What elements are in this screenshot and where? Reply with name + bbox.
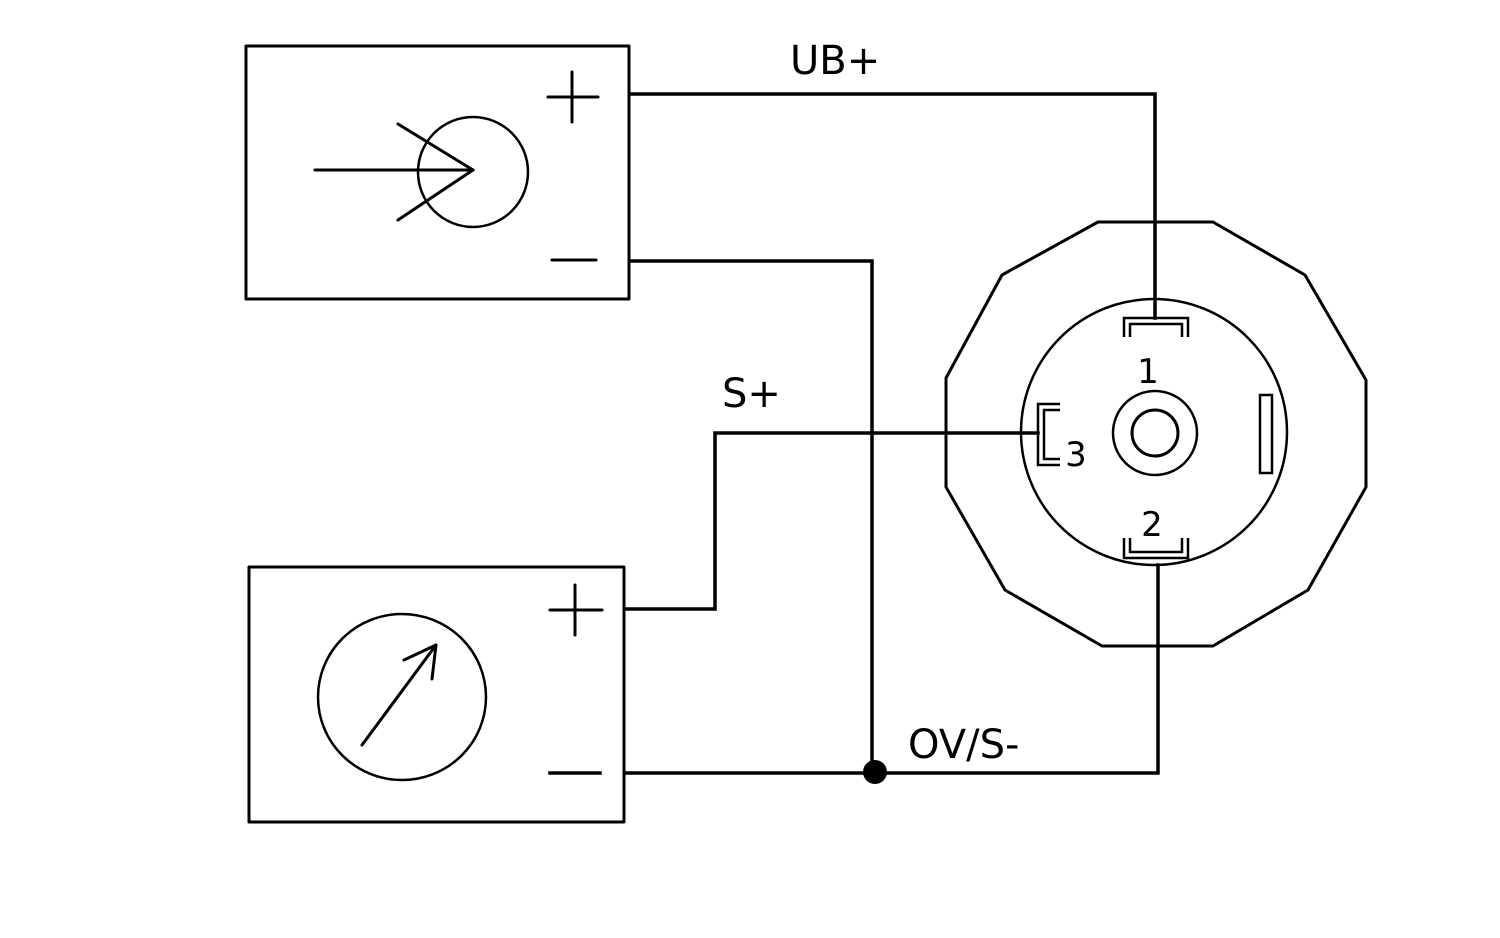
connector-center-pin — [1111, 389, 1199, 477]
connector-pin-3-contact — [1036, 402, 1060, 467]
ground-label: OV/S- — [908, 722, 1019, 768]
pin-3-label: 3 — [1065, 435, 1087, 475]
meter-gauge-icon — [316, 612, 488, 782]
connector-pin-2-contact — [1122, 538, 1190, 560]
ub-plus-label: UB+ — [790, 38, 880, 84]
ground-junction-dot — [863, 760, 887, 784]
wire-ground — [624, 563, 1160, 775]
wire-supply-negative — [629, 259, 874, 775]
connector-pin-1-contact — [1122, 316, 1190, 337]
wire-s-plus — [624, 431, 1040, 611]
meter-unit — [247, 565, 626, 824]
supply-positive-terminal-icon — [546, 70, 600, 124]
wire-ub-plus — [629, 92, 1157, 320]
connector-keying-slot — [1258, 393, 1274, 475]
pin-2-label: 2 — [1141, 505, 1163, 545]
power-supply-unit — [244, 44, 631, 301]
meter-positive-terminal-icon — [548, 583, 604, 637]
power-supply-icon — [313, 115, 530, 229]
pin-1-label: 1 — [1137, 352, 1159, 392]
s-plus-label: S+ — [722, 371, 781, 417]
